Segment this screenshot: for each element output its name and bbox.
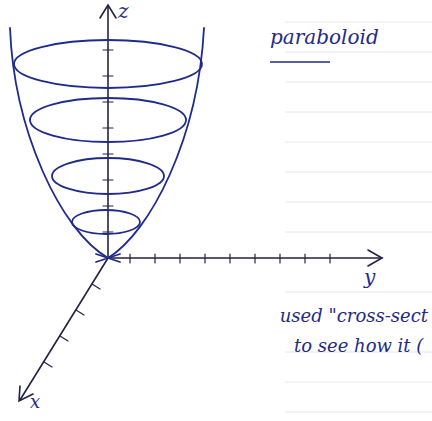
paraboloid-surface bbox=[10, 28, 204, 262]
underline bbox=[270, 61, 330, 62]
title-note: paraboloid bbox=[270, 26, 379, 48]
axis-label: y bbox=[364, 266, 375, 288]
notebook-lines bbox=[285, 22, 432, 412]
axis-label: z bbox=[118, 0, 129, 22]
axis-label: x bbox=[30, 392, 40, 412]
handwritten-note: to see how it ( bbox=[294, 336, 423, 356]
handwritten-note: used "cross-sect bbox=[280, 306, 428, 326]
